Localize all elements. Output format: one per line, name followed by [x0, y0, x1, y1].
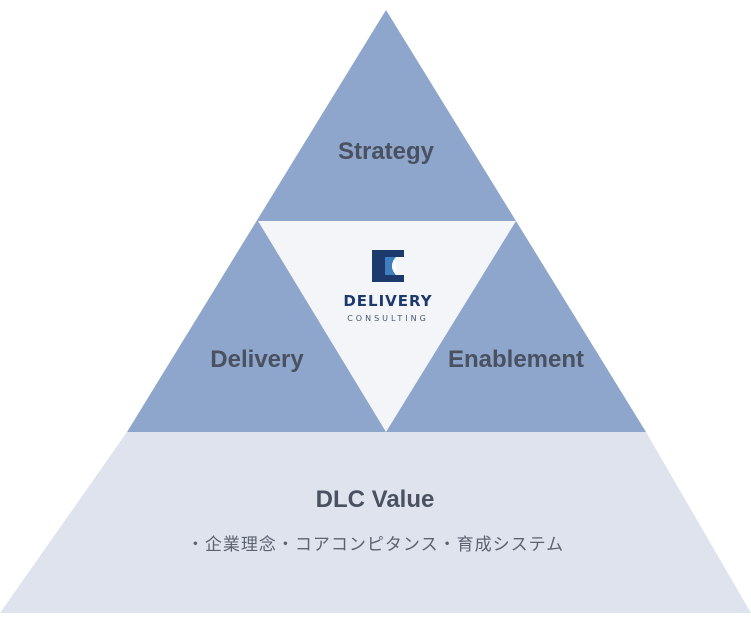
center-inverted-triangle	[258, 221, 516, 432]
logo-subname: CONSULTING	[347, 314, 429, 323]
base-tier-value	[0, 432, 751, 613]
logo-name: DELIVERY	[343, 292, 433, 310]
segment-label-strategy: Strategy	[337, 138, 435, 165]
segment-label-enablement: Enablement	[447, 346, 585, 373]
segment-label-value: DLC Value	[315, 486, 435, 513]
value-subtitle: ・企業理念・コアコンピタンス・育成システム	[186, 535, 565, 555]
delivery-consulting-logo: DELIVERY CONSULTING	[326, 248, 450, 338]
segment-label-delivery: Delivery	[210, 346, 304, 373]
logo-mark-icon	[372, 250, 404, 282]
